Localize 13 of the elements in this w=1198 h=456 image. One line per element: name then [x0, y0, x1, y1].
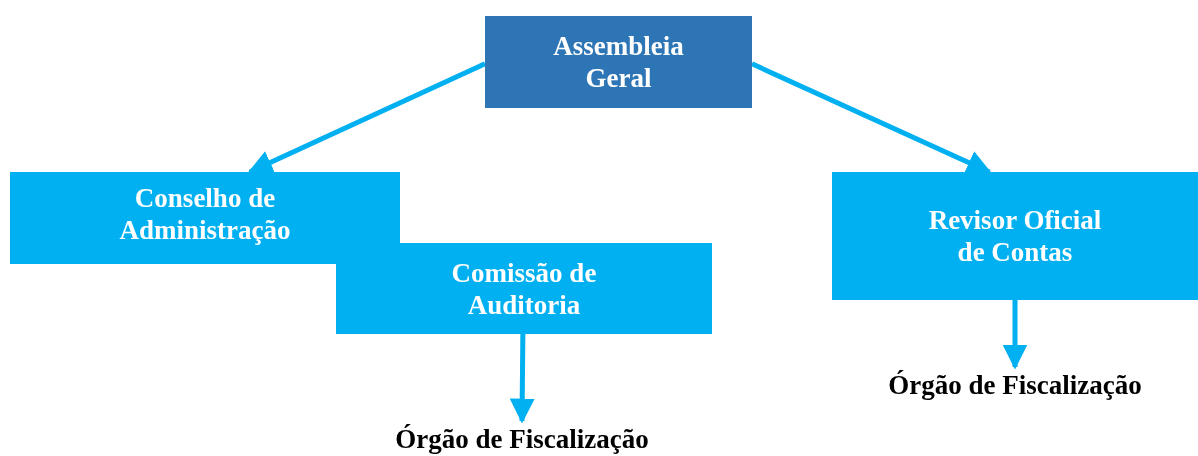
box-label: Conselho de Administração — [118, 182, 292, 246]
process-box — [485, 16, 752, 108]
process-box — [336, 243, 712, 334]
box-label: Revisor Oficial de Contas — [927, 204, 1103, 268]
process-box — [10, 172, 400, 264]
process-box — [832, 172, 1198, 300]
arrow — [1002, 300, 1028, 370]
arrow — [509, 333, 535, 424]
node-label: Órgão de Fiscalização — [888, 368, 1142, 401]
arrow — [247, 61, 487, 175]
node-label: Órgão de Fiscalização — [395, 422, 649, 455]
box-label: Assembleia Geral — [552, 30, 685, 94]
box-label: Comissão de Auditoria — [450, 256, 598, 321]
